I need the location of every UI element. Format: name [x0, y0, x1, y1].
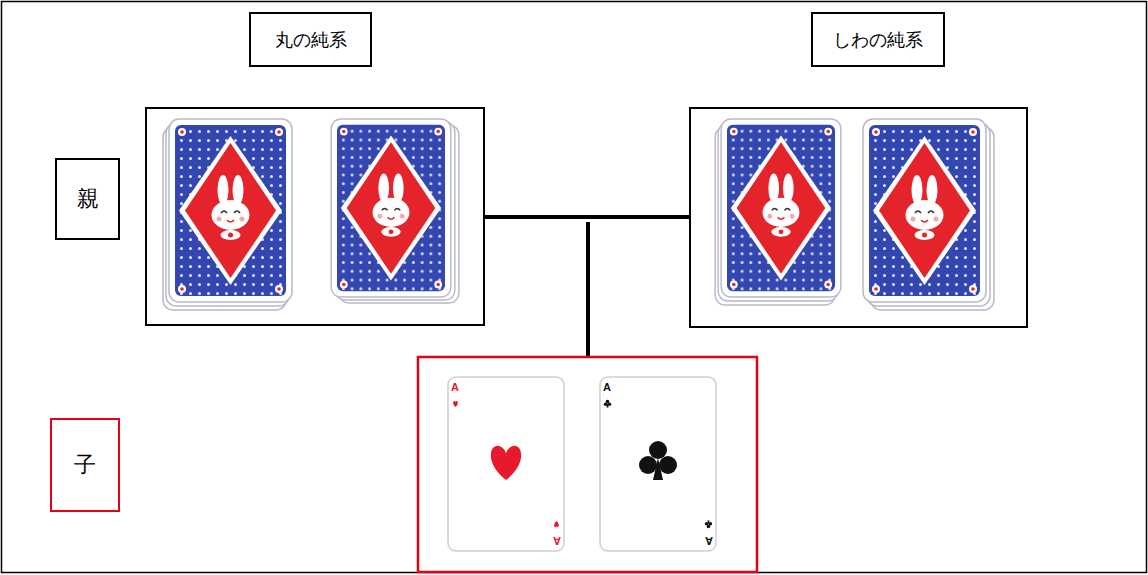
card-rank: A — [451, 382, 459, 393]
node-text: 丸の純系 — [275, 29, 347, 51]
parent-box — [690, 108, 1027, 327]
card-deck — [715, 119, 841, 305]
cross-connector — [485, 217, 690, 357]
card-rank: A — [603, 382, 611, 393]
generation-label: 子 — [50, 418, 120, 512]
ace-of-hearts — [448, 377, 564, 551]
title-box: しわの純系 — [811, 12, 945, 67]
child-box — [418, 357, 757, 572]
card-deck — [331, 119, 459, 303]
card-deck — [863, 119, 994, 310]
card-deck — [163, 119, 292, 310]
node-text: 親 — [77, 186, 99, 212]
node-text: 子 — [74, 452, 96, 478]
title-box: 丸の純系 — [249, 12, 372, 67]
card-rank: A — [705, 535, 713, 546]
generation-label: 親 — [55, 158, 120, 240]
node-text: しわの純系 — [833, 29, 923, 51]
parent-box — [146, 108, 484, 325]
card-rank: A — [553, 535, 561, 546]
ace-of-clubs — [600, 377, 716, 551]
